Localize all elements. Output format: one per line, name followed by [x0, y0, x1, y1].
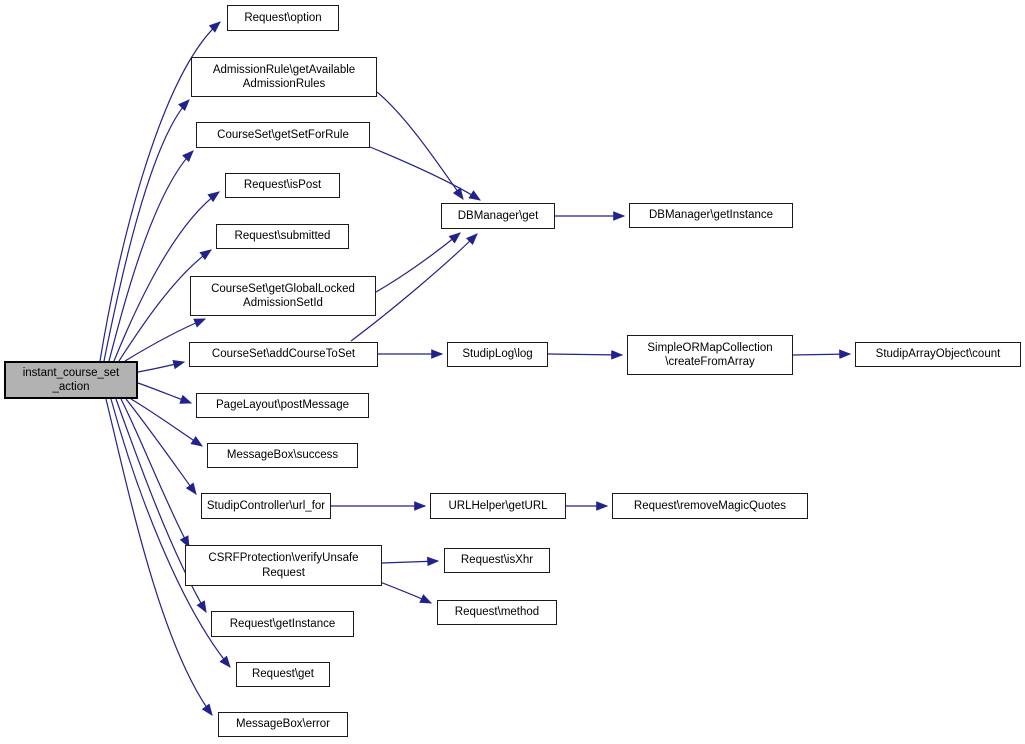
edge-add_course_to_set-to-dbmanager_get [350, 233, 478, 342]
edge-main-to-admission_rules [103, 99, 190, 362]
edge-main-to-add_course_to_set [137, 359, 186, 373]
node-url_for[interactable]: StudipController\url_for [201, 493, 331, 519]
edge-get_set_for_rule-to-dbmanager_get [369, 146, 482, 201]
edge-simple_ormap_create-to-studip_array_count [792, 349, 852, 359]
edge-get_global_locked-to-dbmanager_get [375, 232, 461, 293]
edge-main-to-get_global_locked [124, 318, 207, 362]
edge-main-to-request_get_instance [115, 398, 207, 614]
edge-csrf_verify-to-request_method [379, 581, 433, 604]
edge-main-to-request_option [99, 21, 221, 362]
node-main: instant_course_set _action [4, 361, 138, 399]
edge-main-to-message_box_success [130, 398, 203, 447]
node-get_global_locked[interactable]: CourseSet\getGlobalLocked AdmissionSetId [190, 276, 376, 316]
edge-main-to-page_layout_post_message [137, 382, 193, 404]
node-is_post[interactable]: Request\isPost [225, 173, 340, 198]
node-request_method[interactable]: Request\method [437, 600, 557, 625]
node-csrf_verify[interactable]: CSRFProtection\verifyUnsafe Request [185, 545, 382, 586]
node-message_box_success[interactable]: MessageBox\success [207, 443, 358, 468]
node-submitted[interactable]: Request\submitted [216, 224, 349, 249]
node-studip_log[interactable]: StudipLog\log [447, 342, 548, 367]
node-request_get[interactable]: Request\get [236, 662, 330, 687]
node-page_layout_post_message[interactable]: PageLayout\postMessage [196, 393, 369, 418]
node-request_option[interactable]: Request\option [227, 5, 339, 31]
node-simple_ormap_create[interactable]: SimpleORMapCollection \createFromArray [627, 335, 793, 375]
edge-main-to-is_post [113, 191, 220, 362]
node-dbmanager_get[interactable]: DBManager\get [441, 203, 555, 229]
edge-main-to-get_set_for_rule [108, 150, 194, 362]
node-remove_magic_quotes[interactable]: Request\removeMagicQuotes [612, 493, 808, 519]
edge-main-to-url_for [125, 398, 197, 495]
node-url_helper_get_url[interactable]: URLHelper\getURL [430, 493, 566, 519]
edge-main-to-request_get [110, 398, 231, 668]
node-message_box_error[interactable]: MessageBox\error [218, 712, 348, 737]
node-add_course_to_set[interactable]: CourseSet\addCourseToSet [189, 342, 378, 367]
edge-csrf_verify-to-request_is_xhr [381, 556, 440, 567]
node-admission_rules[interactable]: AdmissionRule\getAvailable AdmissionRule… [191, 57, 377, 97]
edge-main-to-submitted [118, 249, 212, 362]
node-request_get_instance[interactable]: Request\getInstance [211, 611, 354, 637]
edge-main-to-csrf_verify [120, 398, 190, 549]
node-get_set_for_rule[interactable]: CourseSet\getSetForRule [196, 122, 370, 148]
node-request_is_xhr[interactable]: Request\isXhr [444, 548, 550, 573]
edge-main-to-message_box_error [105, 398, 213, 716]
node-studip_array_count[interactable]: StudipArrayObject\count [855, 342, 1021, 367]
node-dbmanager_get_instance[interactable]: DBManager\getInstance [629, 203, 793, 228]
edge-studip_log-to-simple_ormap_create [547, 350, 624, 360]
edge-admission_rules-to-dbmanager_get [376, 91, 464, 200]
